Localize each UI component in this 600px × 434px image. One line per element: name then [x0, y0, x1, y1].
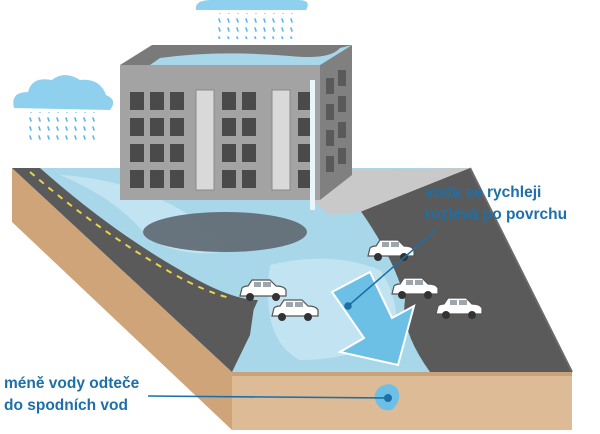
groundwater-label: méně vody odteče do spodních vod — [4, 373, 139, 417]
building-side-window — [326, 130, 334, 146]
groundwater-line-2: do spodních vod — [4, 397, 128, 414]
cloud-top — [195, 0, 308, 39]
building-window — [242, 92, 256, 110]
building-window — [170, 92, 184, 110]
building-window — [242, 118, 256, 136]
building-side-window — [338, 122, 346, 138]
leader-lines — [147, 229, 437, 399]
building-window — [150, 118, 164, 136]
soil-block — [12, 168, 572, 430]
right-road — [360, 167, 573, 373]
building-window — [170, 144, 184, 162]
runoff-arrow — [330, 270, 416, 367]
cloud-left — [13, 75, 114, 140]
building-window — [298, 118, 312, 136]
building-window — [150, 170, 164, 188]
building-window — [298, 144, 312, 162]
building-window — [222, 118, 236, 136]
building-side-window — [326, 78, 334, 94]
building-window — [242, 144, 256, 162]
building-window — [298, 92, 312, 110]
building-window — [130, 144, 144, 162]
surface-runoff-line-2: rozlévá po povrchu — [425, 206, 568, 223]
drainpipe — [310, 80, 315, 210]
building-window — [130, 92, 144, 110]
building-window — [222, 144, 236, 162]
cars — [239, 239, 483, 321]
groundwater-line-1: méně vody odteče — [4, 375, 140, 392]
building-side-window — [326, 104, 334, 120]
surface-runoff-label: voda se rychleji rozlévá po povrchu — [425, 182, 567, 226]
building-side-window — [338, 148, 346, 164]
building-side-window — [326, 156, 334, 172]
building-window — [130, 118, 144, 136]
building-window — [170, 118, 184, 136]
left-road — [12, 168, 258, 372]
car — [435, 297, 483, 319]
car — [271, 299, 319, 321]
building-window — [222, 170, 236, 188]
car — [239, 279, 287, 301]
building-window — [170, 170, 184, 188]
building-side-window — [338, 70, 346, 86]
building-shadow — [143, 212, 307, 252]
building-window — [222, 92, 236, 110]
surface-runoff-line-1: voda se rychleji — [425, 184, 542, 201]
building-window — [130, 170, 144, 188]
building-side-window — [338, 96, 346, 112]
glass-panels — [195, 89, 291, 191]
building — [120, 45, 352, 210]
building-window — [150, 144, 164, 162]
building-window — [298, 170, 312, 188]
building-window — [242, 170, 256, 188]
building-window — [150, 92, 164, 110]
car — [391, 277, 439, 299]
